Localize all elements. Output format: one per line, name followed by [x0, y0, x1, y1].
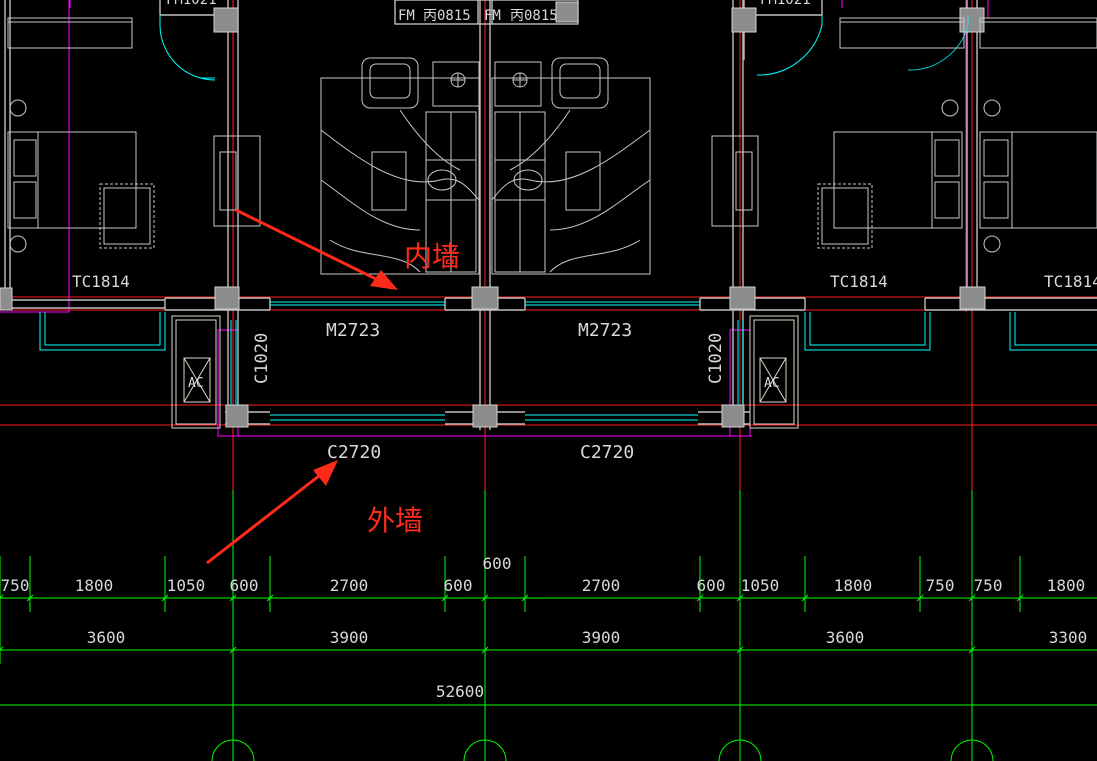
furniture-center	[320, 57, 651, 275]
dim-600-top: 600	[483, 554, 512, 573]
dim-1050-b: 1050	[741, 576, 780, 595]
window-label-right-a: TC1814	[830, 272, 888, 291]
top-label-code-left: 丙0815	[423, 8, 471, 24]
column	[959, 286, 986, 310]
column	[721, 404, 745, 428]
magenta-lines	[0, 0, 989, 437]
door-label-left: M2723	[326, 320, 380, 341]
outer-window-label-right: C2720	[580, 442, 634, 463]
dim-600-a: 600	[230, 576, 259, 595]
top-label-code-right: 丙0815	[510, 8, 558, 24]
dim-1800-b: 1800	[834, 576, 873, 595]
side-window-label-right: C1020	[706, 333, 726, 384]
top-label-fm-right: FM	[484, 8, 501, 24]
window-label-left: TC1814	[72, 272, 130, 291]
windows	[39, 15, 1097, 421]
inner-wall-arrow-head	[370, 270, 398, 290]
door-label-right: M2723	[578, 320, 632, 341]
dim-3900-b: 3900	[582, 628, 621, 647]
outer-wall-label: 外墙	[367, 504, 423, 537]
ac-label-right: AC	[764, 376, 780, 391]
dim-750-c: 750	[974, 576, 1003, 595]
dim-3600-a: 3600	[87, 628, 126, 647]
dim-3600-b: 3600	[826, 628, 865, 647]
column	[225, 404, 249, 428]
side-window-label-left: C1020	[252, 333, 272, 384]
dim-1800-c: 1800	[1047, 576, 1086, 595]
walls	[4, 0, 1097, 430]
dim-3300: 3300	[1049, 628, 1088, 647]
dim-total: 52600	[436, 682, 484, 701]
inner-wall-arrow-shaft	[235, 208, 383, 284]
dimension-tick	[0, 594, 4, 599]
outer-wall-arrow-head	[313, 460, 338, 486]
dim-600-c: 600	[697, 576, 726, 595]
axis-lines	[0, 0, 1097, 490]
dim-750-b: 750	[926, 576, 955, 595]
column	[729, 286, 756, 310]
dim-1050-a: 1050	[167, 576, 206, 595]
dim-600-b: 600	[444, 576, 473, 595]
ac-label-left: AC	[188, 376, 204, 391]
dimension-lines	[0, 490, 1097, 761]
outer-wall-arrow-shaft	[206, 470, 325, 565]
dimension-tick	[0, 646, 4, 651]
annotation-arrows	[206, 208, 398, 565]
column	[731, 7, 757, 33]
inner-wall-label: 内墙	[404, 240, 460, 273]
column	[471, 286, 499, 310]
dim-1800-a: 1800	[75, 576, 114, 595]
dim-2700-a: 2700	[330, 576, 369, 595]
top-label-fm-left: FM	[398, 8, 415, 24]
top-door-label-left: FM1021	[166, 0, 217, 8]
column	[555, 1, 579, 23]
column	[472, 404, 498, 428]
column	[213, 7, 239, 33]
dim-750-a: 750	[1, 576, 30, 595]
top-door-label-right: FM1021	[760, 0, 811, 8]
column	[0, 287, 13, 311]
dim-2700-b: 2700	[582, 576, 621, 595]
outer-window-label-left: C2720	[327, 442, 381, 463]
dim-3900-a: 3900	[330, 628, 369, 647]
column	[214, 286, 240, 310]
ac-enclosures	[171, 315, 799, 429]
window-label-right-b: TC1814	[1044, 272, 1097, 291]
furniture-bedrooms	[7, 17, 1097, 253]
